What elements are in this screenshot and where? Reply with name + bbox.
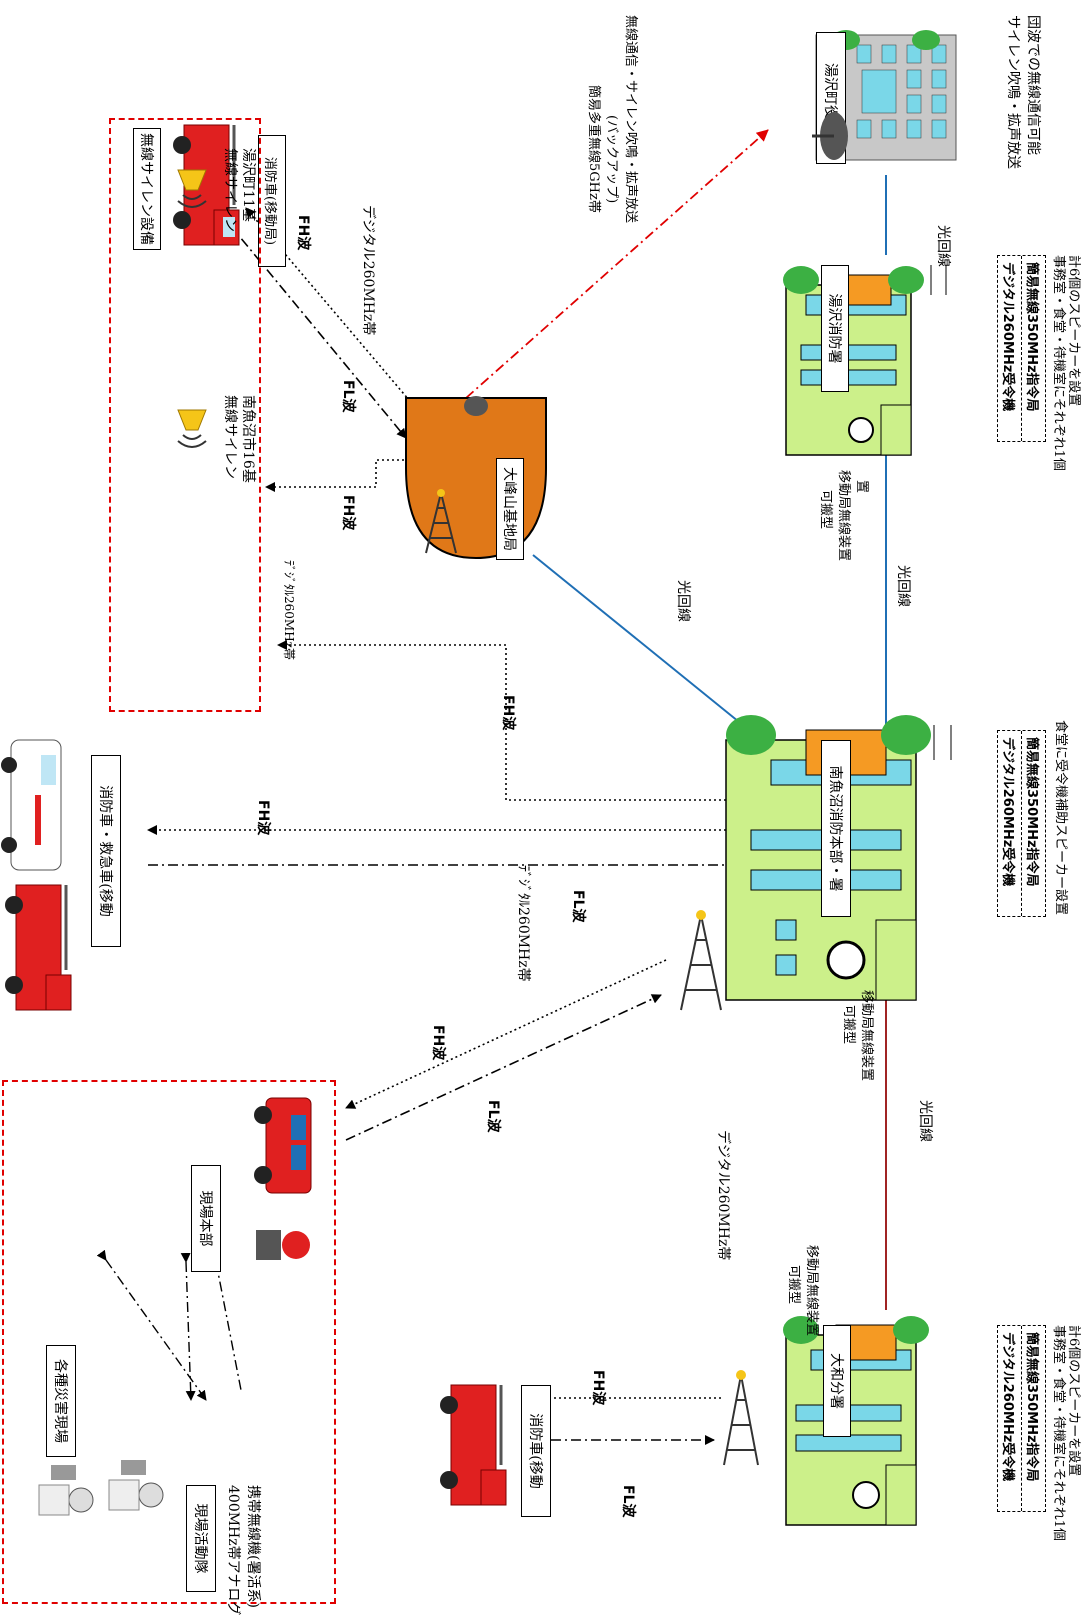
fiber-label-1: 光回線 [935,225,951,267]
field-team-label: 現場活動隊 [186,1485,216,1592]
band-label-yamato: デジタル260MHz帯 [715,1130,731,1261]
fh-label-yamato: FH波 [590,1370,606,1406]
yamato-info-box: 簡易無線350MHz指令局 デジタル260MHz受令機 [997,1325,1046,1512]
hq-note: 食堂に受令機補助スピーカー設置 [1053,720,1068,916]
yamato-mobile-2: 移動局無線装置 [804,1245,819,1337]
yamato-info-1: 簡易無線350MHz指令局 [1024,1332,1039,1482]
hq-info-2: デジタル260MHz受令機 [998,731,1022,916]
yamato-info-2: デジタル260MHz受令機 [998,1326,1022,1511]
backup-label-2: (バックアップ) [604,115,619,204]
link-mountain-siren [265,459,437,492]
link-field-3 [209,1252,242,1391]
hq-info-1: 簡易無線350MHz指令局 [1024,737,1039,887]
disaster-title: 各種災害現場 [46,1345,76,1457]
fl-label-hq: FL波 [570,890,586,923]
yuzawa-info-box: 簡易無線350MHz指令局 デジタル260MHz受令機 [997,255,1046,442]
link-hq-siren [277,640,806,801]
command-vehicle-icon [254,1097,312,1194]
fire-truck-icon [173,124,240,246]
band-label-top: デジタル260MHz帯 [360,205,376,336]
band-label-hq: ﾃﾞｼﾞﾀﾙ260MHz帯 [515,865,531,982]
town-office-building-icon [815,30,957,161]
fiber-label-4: 光回線 [917,1100,933,1142]
fh-label-siren: FH波 [500,695,516,731]
fh-label-disaster: FH波 [430,1025,446,1061]
siren-speaker-icon [177,409,207,448]
fl-label-yamato: FL波 [620,1485,636,1518]
siren2-label-2: 湯沢町11基 [240,148,256,222]
backup-label-3: 無線通信・サイレン吹鳴・拡声放送 [623,15,638,224]
ambulance-label: 消防車・救急車(移動 [91,755,121,947]
yamato-mobile-1: 可搬型 [786,1265,801,1305]
siren-speaker-icon [177,169,207,208]
fire-truck-bottom-label: 消防車(移動 [521,1385,551,1517]
antenna-tower-icon [425,489,457,554]
yuzawa-info-2: デジタル260MHz受令機 [998,256,1022,441]
satellite-dish-icon [812,112,848,160]
yamato-label: 大和分署 [823,1325,851,1437]
link-mountain-firetop-fl [215,207,407,439]
siren1-label-2: 南魚沼市16基 [240,395,256,483]
fh-label-ambulance: FH波 [255,800,271,836]
yuzawa-mobile-3: 置 [854,480,869,494]
yuzawa-mobile-2: 移動局無線装置 [836,470,851,562]
backup-label-1: 簡易多重無線5GHz帯 [586,85,601,213]
fl-label-top: FL波 [340,380,356,413]
hq-info-box: 簡易無線350MHz指令局 デジタル260MHz受令機 [997,730,1046,917]
field-hq-label: 現場本部 [191,1165,221,1272]
field-team-member-icon [108,1460,164,1511]
yuzawa-mobile-1: 可搬型 [818,490,833,530]
fh-label-top: FH波 [295,215,311,251]
yuzawa-note-2: 計6個のスピーカーを設置 [1066,255,1081,407]
town-office-note-2: 団波での無線通信可能 [1025,15,1041,155]
field-radio-2: 携帯無線機(署活系) [245,1485,261,1608]
yamato-note-1: 事務室・食堂・待機室にそれぞれ1個 [1051,1325,1066,1542]
fl-label-disaster: FL波 [485,1100,501,1133]
yamato-note-2: 計6個のスピーカーを設置 [1066,1325,1081,1477]
yuzawa-info-1: 簡易無線350MHz指令局 [1024,262,1039,412]
backup-link [453,129,769,410]
fiber-label-3: 光回線 [675,580,691,622]
field-radio-1: 400MHz帯アナログ [225,1485,241,1616]
band-label-mountain: ﾃﾞｼﾞﾀﾙ260MHz帯 [282,560,296,660]
fire-truck-icon [440,1384,507,1506]
ambulance-icon [1,739,62,871]
antenna-tower-icon [723,1370,759,1466]
yuzawa-note-1: 事務室・食堂・待機室にそれぞれ1個 [1051,255,1066,472]
hq-label: 南魚沼消防本部・署 [821,740,851,917]
mountain-base-label: 大峰山基地局 [496,458,524,560]
link-hq-disaster-fh [345,959,667,1109]
fire-truck-top-label: 消防車(移動局) [258,135,286,267]
fiber-label-2: 光回線 [895,565,911,607]
link-field-2 [180,1252,196,1401]
link-hq-disaster-fl [345,994,662,1141]
field-team-member-icon [38,1465,94,1516]
yuzawa-station-building-icon [783,265,947,456]
siren1-label-1: 無線サイレン [222,395,238,479]
fire-truck-icon [5,884,72,1011]
fh-label-mountain: FH波 [340,495,356,531]
siren2-label-1: 無線サイレン [222,148,238,232]
yuzawa-station-label: 湯沢消防署 [821,265,849,392]
firefighter-icon [256,1230,310,1260]
hq-mobile-2: 移動局無線装置 [859,990,874,1082]
hq-mobile-1: 可搬型 [841,1005,856,1045]
antenna-tower-icon [680,910,722,1011]
town-office-note-1: サイレン吹鳴・拡声放送 [1005,15,1021,169]
yamato-building-icon [783,1316,929,1526]
siren-title: 無線サイレン設備 [133,128,161,250]
